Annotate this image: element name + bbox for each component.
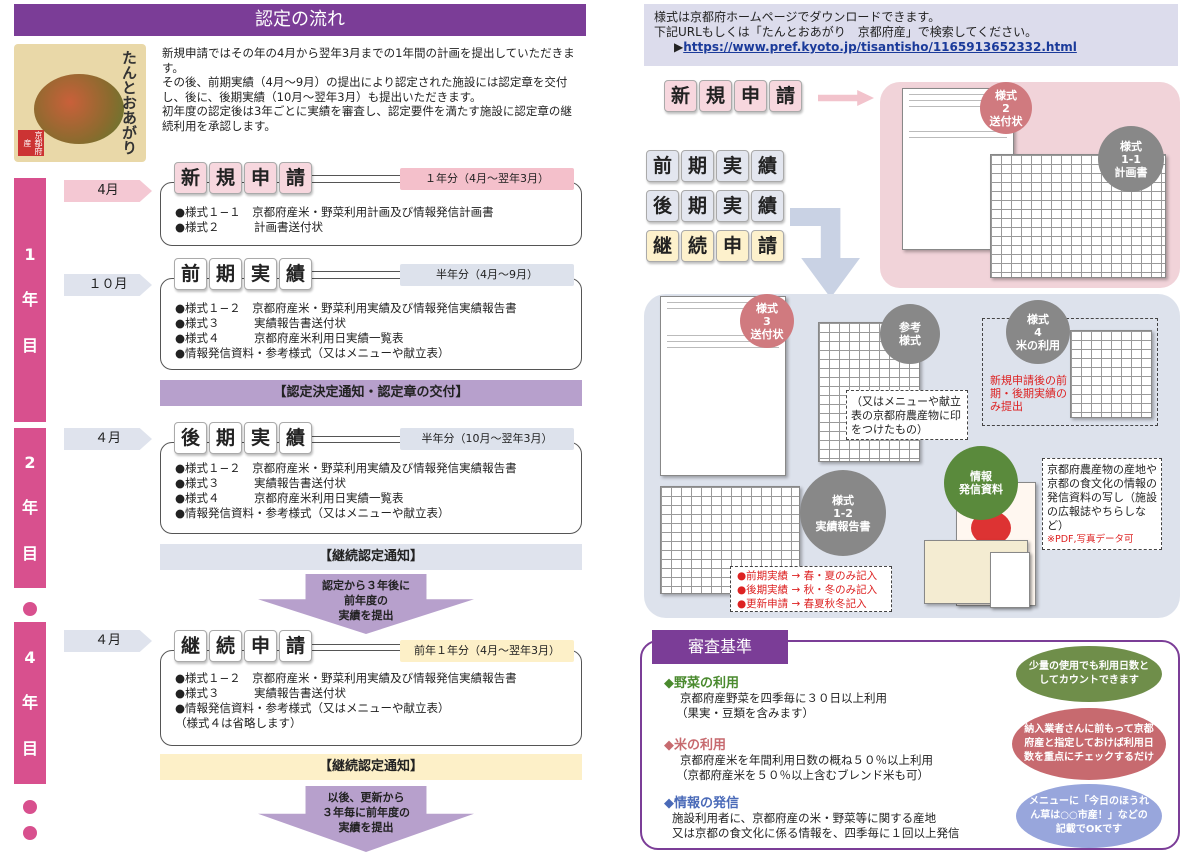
month-second: ４月 — [64, 428, 152, 450]
criteria-box — [640, 640, 1180, 850]
chip-second: 後期実績 — [174, 422, 312, 454]
form4-dash-area — [982, 318, 1158, 426]
criteria-title: 審査基準 — [652, 630, 788, 664]
notice-certified: 【認定決定通知・認定章の交付】 — [160, 380, 582, 406]
bubble-small-use: 少量の使用でも利用日数としてカウントできます — [1016, 646, 1162, 702]
chip-first: 前期実績 — [174, 258, 312, 290]
month-first: １０月 — [64, 274, 152, 296]
season-legend: ●前期実績 → 春・夏のみ記入 ●後期実績 → 秋・冬のみ記入 ●更新申請 → … — [730, 566, 892, 612]
year-dot — [23, 826, 37, 840]
step-card-second: ●様式１−２ 京都府産米・野菜利用実績及び情報発信実績報告書 ●様式３ 実績報告… — [160, 442, 582, 534]
url-arrow-icon: ▶ — [674, 40, 684, 54]
year-dot — [23, 602, 37, 616]
circle-reference: 参考様式 — [880, 304, 940, 364]
month-new: 4月 — [64, 180, 152, 202]
download-box: 様式は京都府ホームページでダウンロードできます。 下記URLもしくは「たんとおあ… — [644, 4, 1178, 66]
arrow-right-new — [818, 90, 874, 106]
reference-note: （又はメニューや献立表の京都府農産物に印をつけたもの） — [846, 390, 968, 440]
period-second: 半年分（10月〜翌年3月） — [400, 428, 574, 450]
download-url-link[interactable]: https://www.pref.kyoto.jp/tisantisho/116… — [683, 40, 1077, 54]
bubble-menu: メニューに「今日のほうれん草は○○市産！」などの記載でOKです — [1016, 784, 1162, 848]
month-continue: ４月 — [64, 630, 152, 652]
intro-p1: 新規申請ではその年の4月から翌年3月までの1年間の計画を提出していただきます。 — [162, 46, 575, 75]
doc-form4 — [1070, 330, 1152, 418]
criteria-rice: ◆米の利用 京都府産米を年間利用日数の概ね５０％以上利用 （京都府産米を５０％以… — [664, 738, 933, 782]
step-card-new: ●様式１−１ 京都府産米・野菜利用計画及び情報発信計画書 ●様式２ 計画書送付状 — [160, 182, 582, 246]
chip-right-continue: 継続申請 — [646, 230, 784, 262]
circle-info: 情報発信資料 — [944, 446, 1018, 520]
form4-note: 新規申請後の前期・後期実績のみ提出 — [990, 374, 1067, 413]
notice-continue-1: 【継続認定通知】 — [160, 544, 582, 570]
arrow-right-reports — [790, 208, 860, 298]
period-first: 半年分（4月〜9月） — [400, 264, 574, 286]
bubble-supplier: 納入業者さんに前もって京都府産と指定しておけば利用日数を重点にチェックするだけ — [1012, 708, 1166, 780]
logo-image: たんとおあがり 京都府産 — [14, 44, 146, 162]
criteria-info: ◆情報の発信 施設利用者に、京都府産の米・野菜等に関する産地 又は京都の食文化に… — [664, 796, 960, 840]
period-continue: 前年１年分（4月〜翌年3月） — [400, 640, 574, 662]
download-line1: 様式は京都府ホームページでダウンロードできます。 — [654, 10, 941, 24]
notice-continue-2: 【継続認定通知】 — [160, 754, 582, 780]
chip-right-first: 前期実績 — [646, 150, 784, 182]
step-card-continue: ●様式１−２ 京都府産米・野菜利用実績及び情報発信実績報告書 ●様式３ 実績報告… — [160, 650, 582, 746]
logo-text: たんとおあがり — [120, 50, 138, 155]
intro-text: 新規申請ではその年の4月から翌年3月までの1年間の計画を提出していただきます。 … — [162, 46, 582, 133]
logo-seal: 京都府産 — [18, 130, 44, 156]
criteria-veg: ◆野菜の利用 京都府産野菜を四季毎に３０日以上利用 （果実・豆類を含みます） — [664, 676, 887, 720]
year-dot — [23, 800, 37, 814]
download-line2: 下記URLもしくは「たんとおあがり 京都府産」で検索してください。 — [654, 25, 1038, 39]
chip-continue: 継続申請 — [174, 630, 312, 662]
doc-info-card — [990, 552, 1030, 608]
chip-new: 新規申請 — [174, 162, 312, 194]
step-card-first: ●様式１−２ 京都府産米・野菜利用実績及び情報発信実績報告書 ●様式３ 実績報告… — [160, 278, 582, 370]
arrow-three-years: 認定から３年後に前年度の実績を提出 — [258, 574, 474, 634]
period-new: １年分（4月〜翌年3月） — [400, 168, 574, 190]
flow-title: 認定の流れ — [14, 4, 586, 36]
chip-right-second: 後期実績 — [646, 190, 784, 222]
intro-p2: その後、前期実績（4月〜9月）の提出により認定された施設には認定章を交付し、後に… — [162, 75, 568, 104]
intro-p3: 初年度の認定後は3年ごとに実績を審査し、認定要件を満たす施設に認定章の継続利用を… — [162, 104, 572, 133]
chip-right-new: 新規申請 — [664, 80, 802, 112]
info-note: 京都府農産物の産地や京都の食文化の情報の発信資料の写し（施設の広報誌やちらしなど… — [1042, 458, 1162, 550]
